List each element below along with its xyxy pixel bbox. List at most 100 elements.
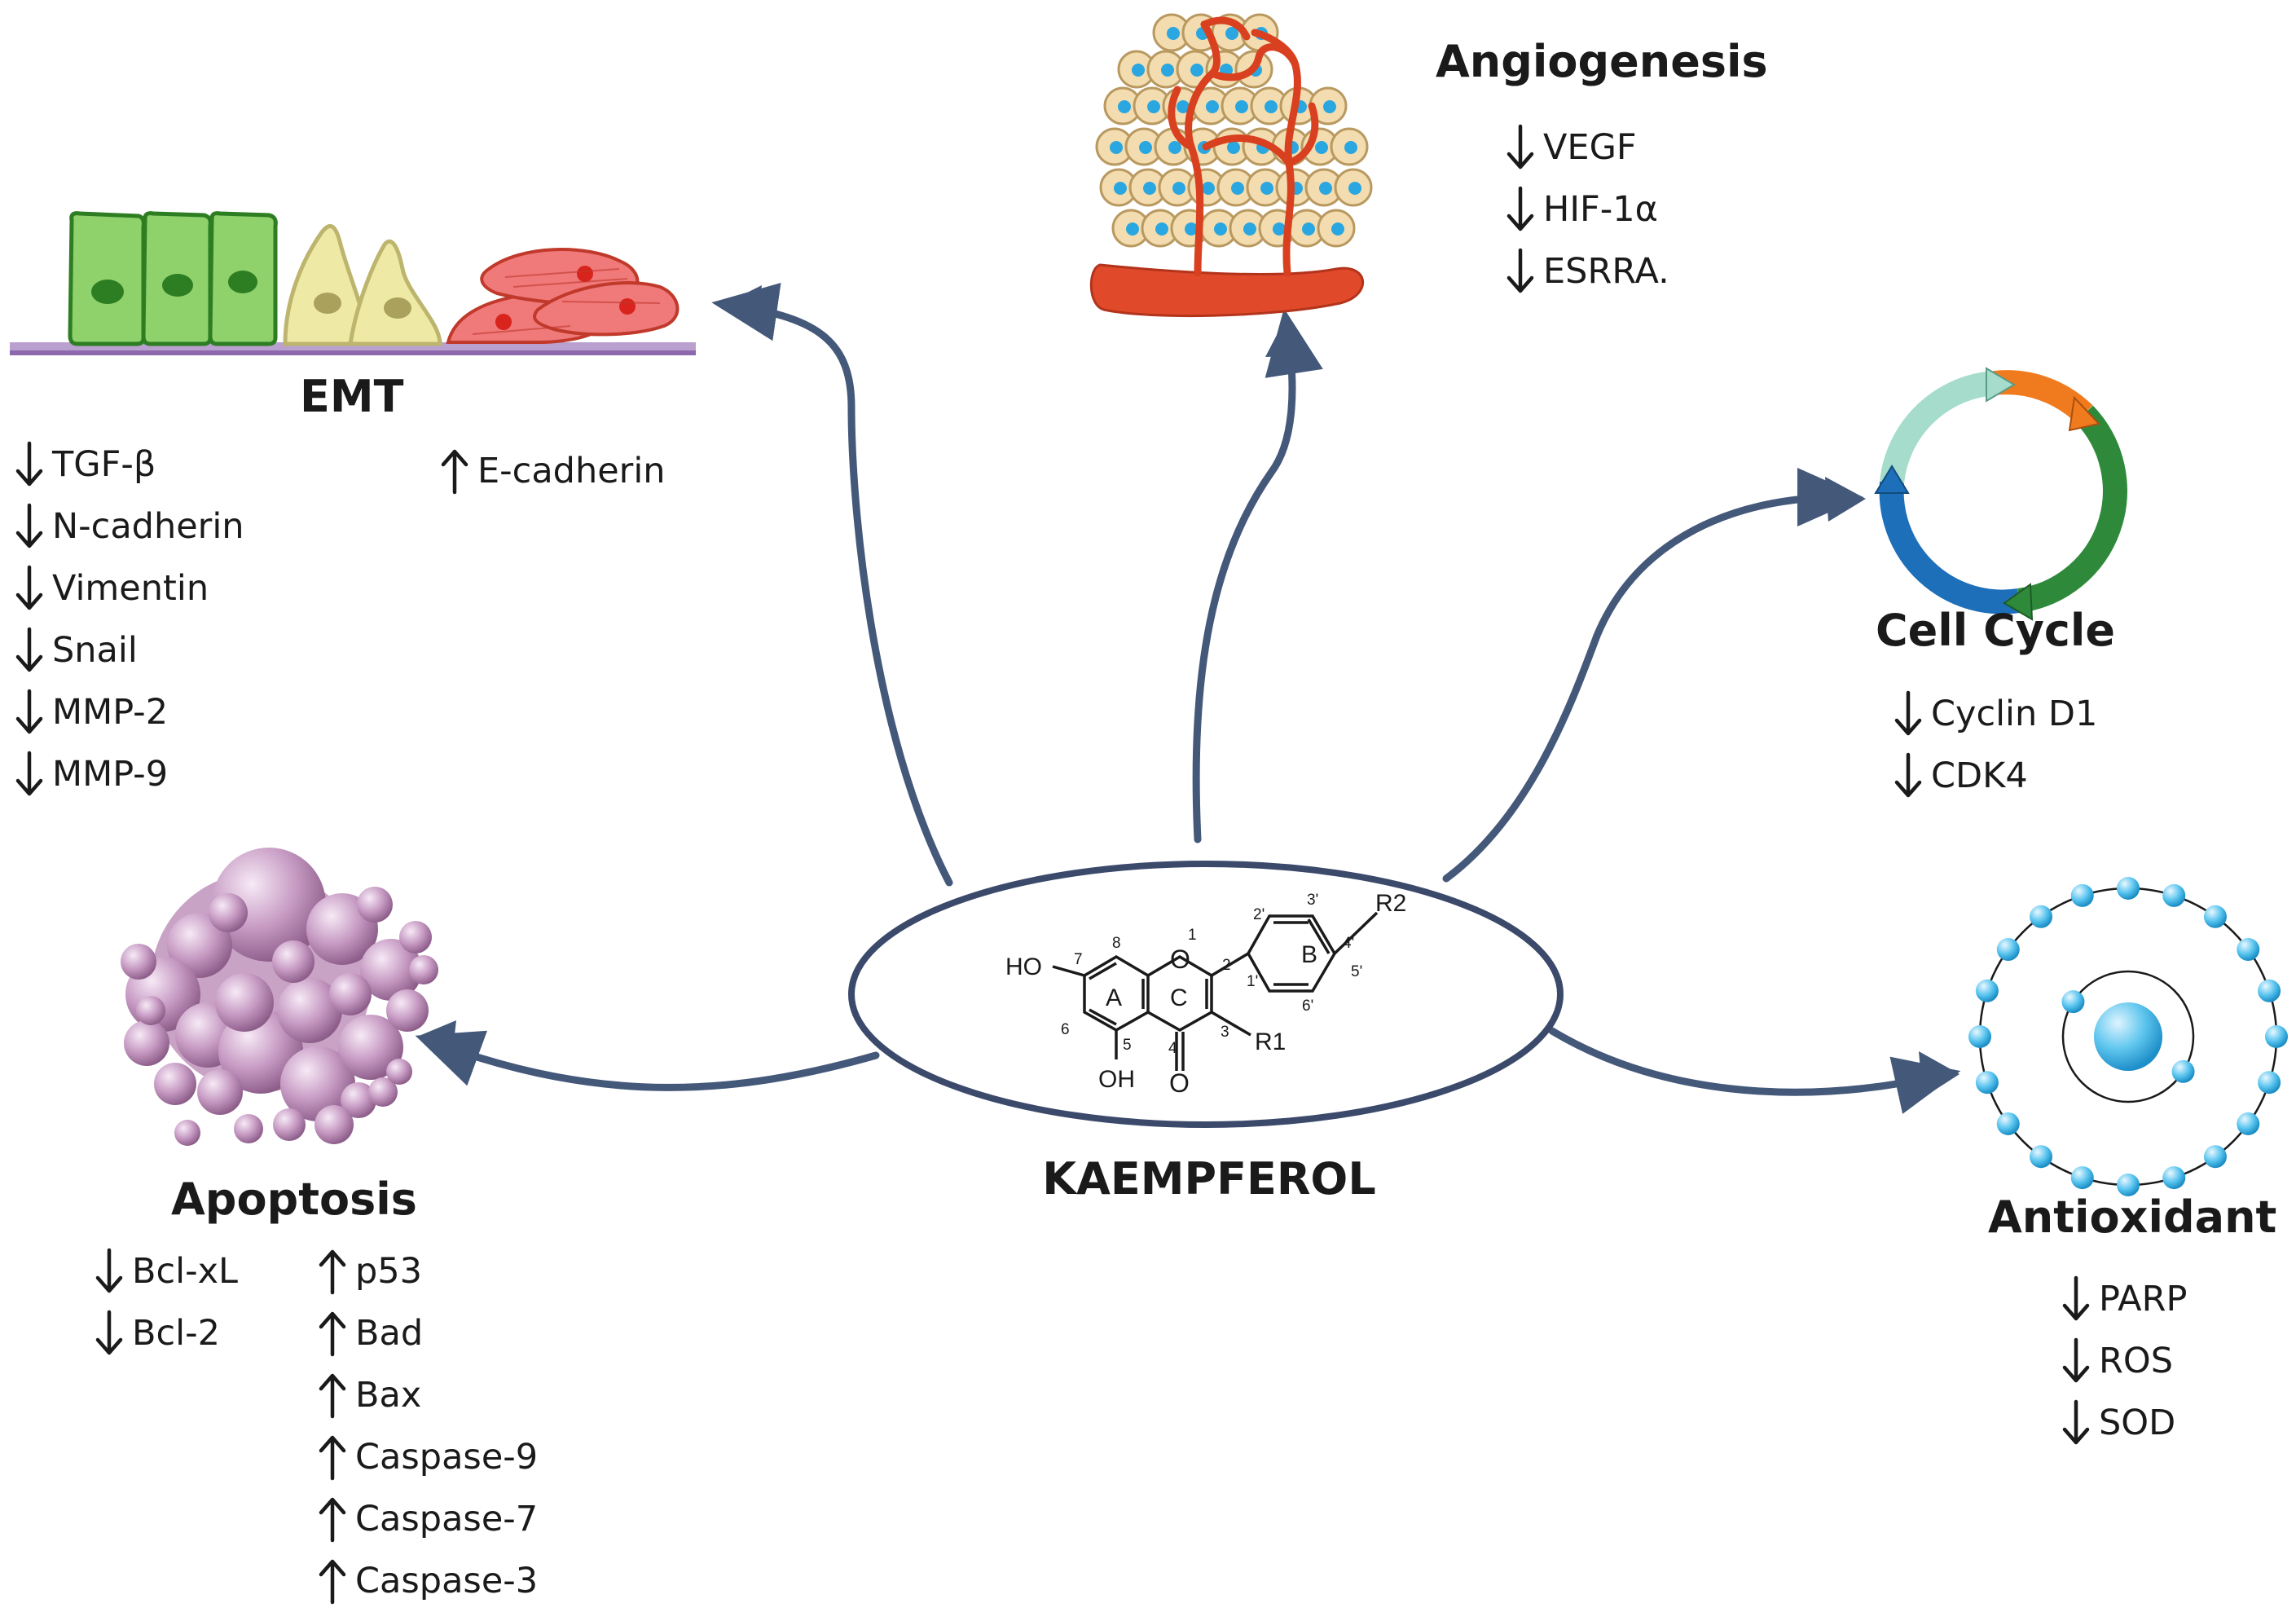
down-arrow-icon: [15, 627, 43, 672]
apoptotic-bubble: [167, 913, 232, 978]
pos-5p: 5': [1351, 963, 1362, 980]
up-arrow-icon: [319, 1559, 346, 1605]
electron: [2171, 1059, 2195, 1083]
electron: [1975, 1071, 1999, 1094]
regulation-item: PARP: [2058, 1268, 2187, 1330]
apoptotic-bubble: [136, 996, 165, 1025]
arrow-to-emt: [711, 283, 953, 887]
pos-3p: 3': [1307, 892, 1318, 909]
apoptotic-bubble: [277, 978, 342, 1043]
apoptosis-title: Apoptosis: [171, 1174, 417, 1225]
angiogenesis-title: Angiogenesis: [1436, 36, 1768, 87]
regulation-item: ESRRA.: [1502, 240, 1669, 302]
apoptotic-bubble: [360, 939, 422, 1001]
regulation-label: TGF-β: [52, 444, 156, 485]
regulation-label: Bax: [355, 1375, 422, 1416]
apoptotic-bubble: [338, 1015, 403, 1080]
up-arrow-icon: [319, 1497, 346, 1543]
ring-c-label: C: [1170, 984, 1188, 1011]
regulation-label: Snail: [52, 630, 138, 671]
electron: [2030, 905, 2053, 928]
cell-cycle-icon: [1874, 367, 2127, 621]
apoptotic-bubble: [386, 989, 429, 1032]
regulation-item: ROS: [2058, 1330, 2187, 1392]
regulation-label: ESRRA.: [1543, 251, 1669, 292]
electron: [2203, 1145, 2227, 1169]
apoptotic-bubble: [409, 955, 438, 984]
apoptotic-bubble: [329, 973, 372, 1015]
regulation-item: N-cadherin: [11, 495, 244, 557]
down-arrow-icon: [15, 503, 43, 548]
kaempferol-structure: [1052, 911, 1379, 1071]
down-arrow-icon: [2062, 1337, 2090, 1383]
regulation-label: HIF-1α: [1543, 189, 1658, 230]
regulation-label: VEGF: [1543, 127, 1637, 168]
pos-4: 4: [1168, 1040, 1177, 1057]
apoptotic-bubble: [280, 1046, 355, 1121]
electron: [2070, 1166, 2094, 1190]
regulation-item: HIF-1α: [1502, 178, 1669, 240]
regulation-item: Caspase-9: [314, 1426, 538, 1488]
electron: [1975, 979, 1999, 1002]
electron: [2203, 905, 2227, 928]
down-arrow-icon: [2062, 1399, 2090, 1445]
apoptotic-bubble: [234, 1114, 263, 1143]
down-arrow-icon: [15, 441, 43, 487]
up-arrow-icon: [319, 1373, 346, 1419]
regulation-item: Bcl-xL: [91, 1240, 238, 1302]
apoptotic-bubble: [124, 1020, 169, 1066]
regulation-label: Bcl-2: [132, 1313, 220, 1354]
apoptotic-bubble: [341, 1082, 376, 1118]
arrowheads: [417, 285, 1960, 1098]
ring-b-label: B: [1301, 941, 1317, 968]
arrow-to-cell-cycle: [1442, 468, 1863, 883]
apoptotic-bubble: [272, 940, 314, 983]
regulation-item: Bad: [314, 1302, 538, 1364]
r2-label: R2: [1375, 890, 1406, 917]
electron: [2258, 979, 2281, 1002]
electron: [2258, 1071, 2281, 1094]
apoptotic-bubble: [154, 1063, 196, 1105]
regulation-item: CDK4: [1890, 745, 2097, 807]
regulation-item: MMP-2: [11, 681, 244, 743]
regulation-item: Caspase-7: [314, 1488, 538, 1550]
regulation-label: Caspase-9: [355, 1437, 539, 1478]
down-arrow-icon: [2062, 1275, 2090, 1321]
atom-electron-icon: [1968, 877, 2288, 1196]
regulation-item: TGF-β: [11, 434, 244, 495]
apoptotic-bubble: [209, 893, 248, 932]
up-arrow-icon: [319, 1435, 346, 1481]
antioxidant-title: Antioxidant: [1988, 1191, 2277, 1243]
oh-label: OH: [1098, 1066, 1135, 1093]
regulation-label: SOD: [2099, 1403, 2176, 1443]
regulation-item: MMP-9: [11, 743, 244, 805]
pos-1: 1: [1188, 927, 1197, 944]
apoptotic-bubble: [314, 1105, 354, 1144]
structure-labels: A C B HO OH O O R1 R2 1 2 3 4 5 6 7 8 1'…: [1005, 890, 1406, 1098]
regulation-item: Bcl-2: [91, 1302, 238, 1364]
emt-up-list: E-cadherin: [437, 440, 666, 502]
electron: [1996, 938, 2020, 962]
pos-2: 2: [1222, 957, 1231, 974]
regulation-item: Cyclin D1: [1890, 683, 2097, 745]
regulation-label: Bad: [355, 1313, 424, 1354]
pos-5: 5: [1123, 1037, 1132, 1054]
down-arrow-icon: [1506, 124, 1534, 170]
pos-3: 3: [1221, 1024, 1229, 1041]
electron: [1968, 1025, 1991, 1048]
regulation-label: Caspase-7: [355, 1499, 539, 1539]
apoptotic-bubble: [174, 1120, 200, 1146]
regulation-item: Snail: [11, 619, 244, 681]
down-arrow-icon: [15, 689, 43, 734]
electron: [2162, 1166, 2186, 1190]
apoptotic-bubble: [386, 1059, 412, 1085]
down-arrow-icon: [95, 1248, 123, 1293]
arrow-to-antioxidant: [1548, 1027, 1961, 1114]
pos-7: 7: [1074, 951, 1083, 968]
regulation-label: MMP-9: [52, 754, 169, 795]
apoptosis-down-list: Bcl-xL Bcl-2: [91, 1240, 238, 1364]
electron: [2117, 1174, 2140, 1196]
down-arrow-icon: [15, 751, 43, 796]
